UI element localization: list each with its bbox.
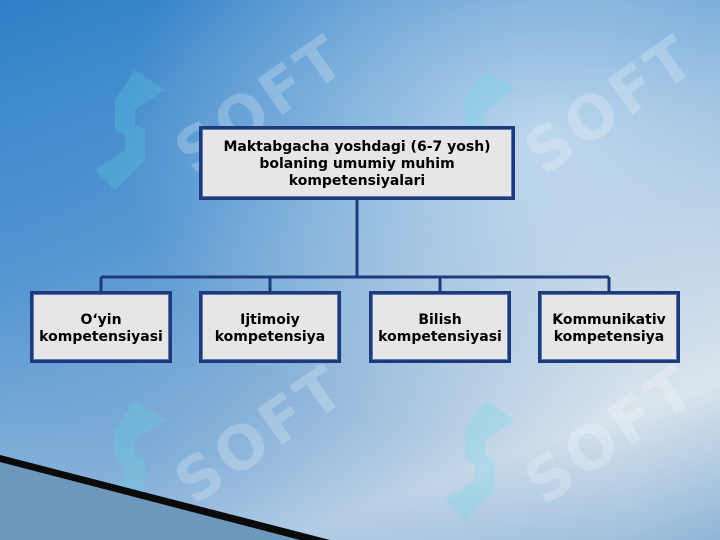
watermark-bottom-right: SOFT bbox=[445, 351, 710, 524]
child-node-cognitive: Bilish kompetensiyasi bbox=[369, 291, 511, 363]
logo-mark-icon bbox=[95, 70, 165, 190]
watermark-top-left: SOFT bbox=[95, 21, 360, 194]
child-node-communicative: Kommunikativ kompetensiya bbox=[538, 291, 680, 363]
logo-mark-icon bbox=[445, 400, 515, 520]
child-node-social: Ijtimoiy kompetensiya bbox=[199, 291, 341, 363]
child-node-play: O‘yin kompetensiyasi bbox=[30, 291, 172, 363]
root-node: Maktabgacha yoshdagi (6-7 yosh) bolaning… bbox=[199, 126, 515, 200]
